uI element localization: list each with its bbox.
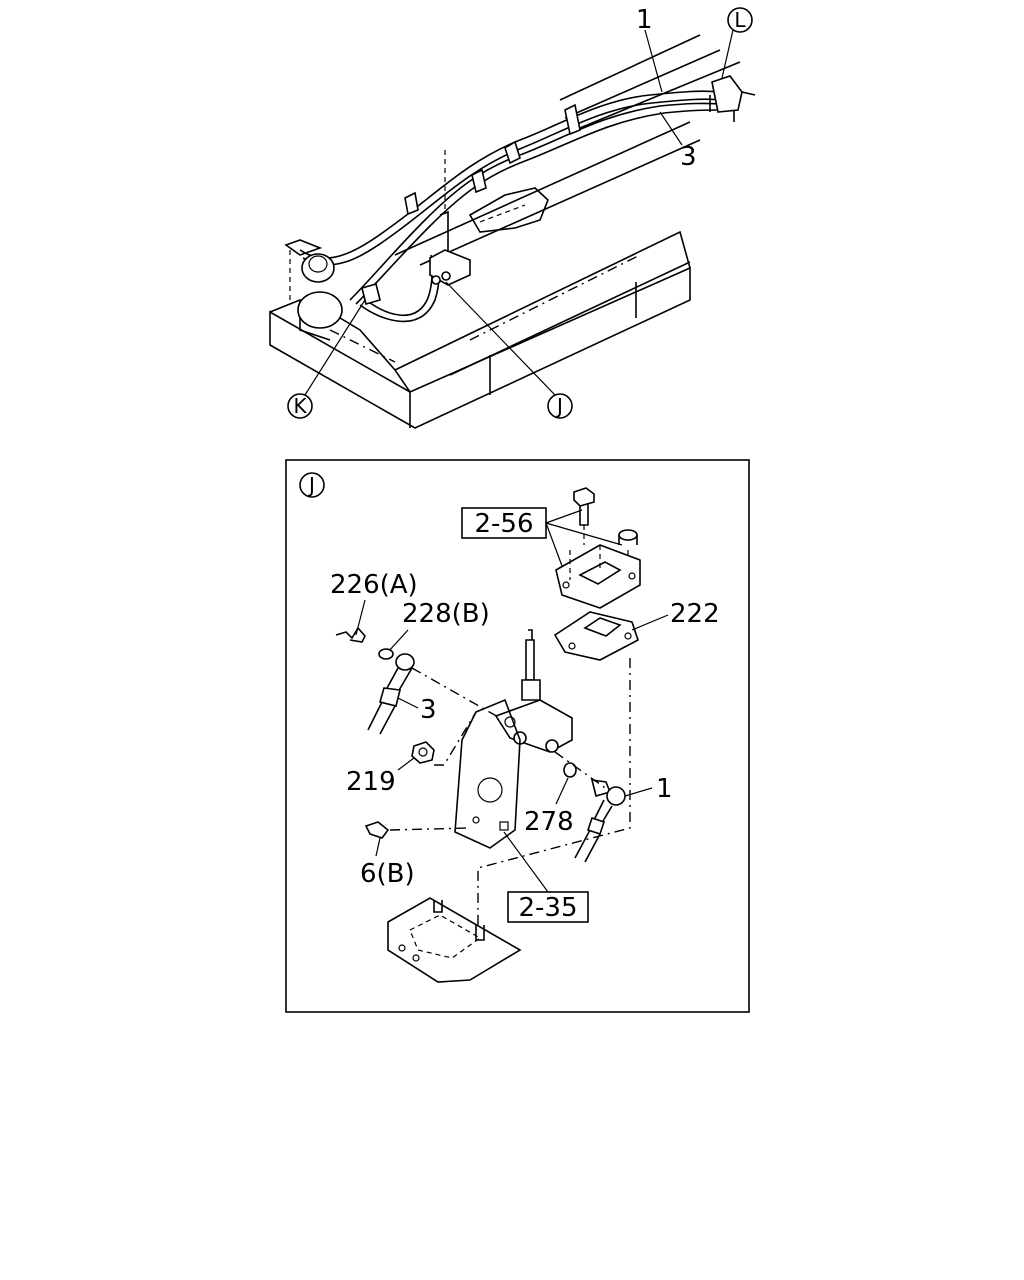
callout-circle-j	[547, 393, 573, 419]
callout-ref-k: K	[293, 394, 307, 418]
detail-id-label: J	[307, 473, 315, 497]
detail-id-circle	[299, 472, 325, 498]
leader-2-56-a	[545, 509, 583, 524]
label-6b: 6(B)	[360, 859, 415, 889]
callout-ref-l: L	[734, 8, 746, 32]
detail-view-j: J 2-56	[285, 459, 750, 1013]
label-219: 219	[346, 767, 396, 797]
upper-rail	[559, 34, 741, 131]
leader-219	[397, 757, 415, 771]
cotter-pin-226a	[335, 626, 366, 643]
mount-plate-upper	[555, 544, 641, 609]
leader-1-detail	[624, 787, 653, 797]
cable-end-connector	[709, 75, 756, 122]
label-222: 222	[670, 599, 720, 629]
washer-228b	[378, 648, 394, 660]
leader-278	[555, 777, 569, 805]
centerline-6b	[389, 827, 471, 831]
mount-block-222	[553, 611, 639, 661]
leader-222	[631, 614, 669, 631]
left-component	[284, 239, 343, 329]
callout-part-1: 1	[636, 5, 653, 35]
leader-j	[445, 281, 556, 396]
floor-plate	[387, 897, 522, 983]
leader-3	[659, 111, 683, 146]
label-278: 278	[524, 807, 574, 837]
leader-6b	[375, 837, 381, 857]
centerline-222	[477, 658, 631, 930]
leader-3-detail	[397, 697, 419, 709]
leader-2-35	[503, 831, 549, 893]
label-1-detail: 1	[656, 774, 673, 804]
chassis-frame	[269, 121, 701, 429]
clip-6b	[364, 821, 390, 839]
leader-l	[721, 29, 734, 79]
mount-bolt	[573, 487, 595, 545]
leader-1	[644, 29, 663, 93]
label-226a: 226(A)	[330, 570, 418, 600]
callout-circle-l	[727, 7, 753, 33]
overview-illustration: 1 3 L K J	[269, 5, 756, 429]
shift-lever-assembly	[454, 629, 573, 849]
label-3-detail: 3	[420, 695, 437, 725]
centerline-219	[434, 711, 477, 766]
ref-label-2-56: 2-56	[474, 509, 533, 539]
shift-bracket	[429, 150, 471, 286]
washer-278	[563, 762, 577, 778]
nut-219	[411, 741, 435, 764]
lever-shape	[468, 187, 549, 233]
callout-circle-k	[287, 393, 313, 419]
centerline-cable-3	[411, 667, 501, 719]
cable-end-1	[574, 779, 626, 863]
leader-228b	[387, 629, 409, 653]
cable-bundle	[299, 90, 723, 323]
leader-k	[304, 299, 366, 396]
callout-ref-j: J	[555, 394, 563, 418]
callout-part-3: 3	[680, 142, 697, 172]
detail-frame	[285, 459, 750, 1013]
cable-end-3	[367, 653, 415, 735]
label-228b: 228(B)	[402, 599, 490, 629]
ref-label-2-35: 2-35	[518, 893, 577, 923]
ref-box-2-35	[507, 891, 589, 923]
